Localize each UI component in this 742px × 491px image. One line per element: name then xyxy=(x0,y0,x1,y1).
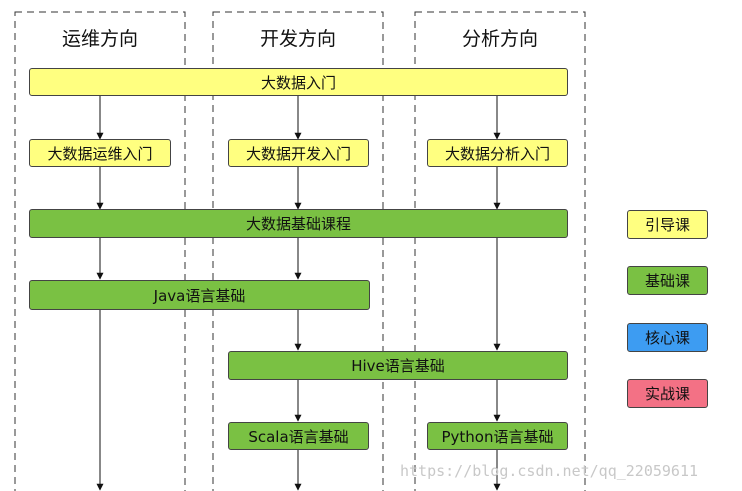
column-header-analysis: 分析方向 xyxy=(461,28,538,50)
column-frame-analysis xyxy=(414,11,586,491)
node-big-data-intro: 大数据入门 xyxy=(29,68,568,96)
node-scala-basics: Scala语言基础 xyxy=(228,422,369,450)
watermark-url: https://blog.csdn.net/qq_22059611 xyxy=(400,462,699,480)
node-dev-intro: 大数据开发入门 xyxy=(228,139,369,167)
node-hive-basics: Hive语言基础 xyxy=(228,351,568,380)
column-header-ops: 运维方向 xyxy=(61,28,138,50)
legend-basic-course: 基础课 xyxy=(627,266,708,295)
column-frame-dev xyxy=(212,11,384,491)
legend-practice-course: 实战课 xyxy=(627,379,708,408)
node-ops-intro: 大数据运维入门 xyxy=(29,139,171,167)
node-analysis-intro: 大数据分析入门 xyxy=(427,139,568,167)
node-java-basics: Java语言基础 xyxy=(29,280,370,310)
legend-core-course: 核心课 xyxy=(627,323,708,352)
column-frame-ops xyxy=(14,11,186,491)
legend-guide-course: 引导课 xyxy=(627,210,708,239)
node-big-data-foundation: 大数据基础课程 xyxy=(29,209,568,238)
column-header-dev: 开发方向 xyxy=(259,28,336,50)
node-python-basics: Python语言基础 xyxy=(427,422,568,450)
